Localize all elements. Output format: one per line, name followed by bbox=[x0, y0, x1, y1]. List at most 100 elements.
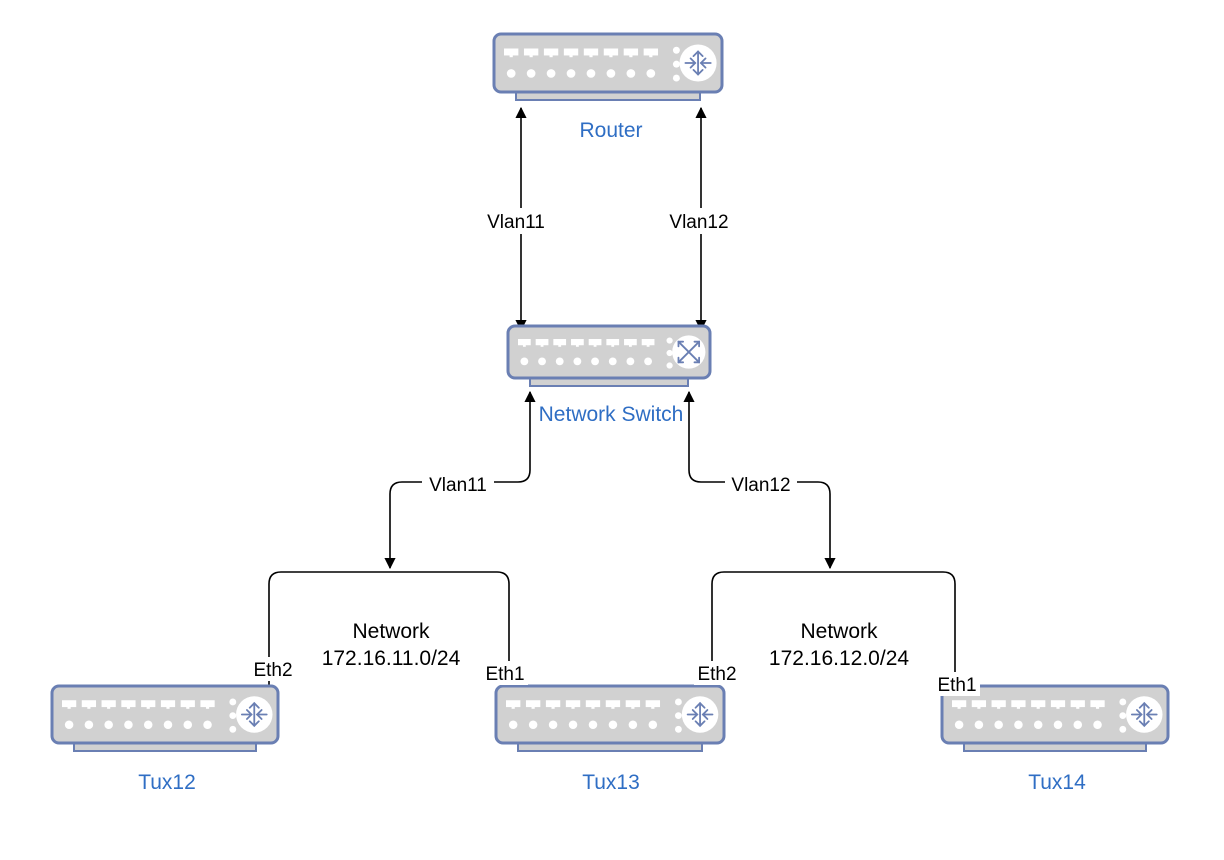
tux13-eth1-label: Eth1 bbox=[485, 664, 524, 685]
led-icon bbox=[548, 720, 558, 730]
network1-title: Network bbox=[352, 620, 430, 643]
led-icon bbox=[648, 720, 658, 730]
port-icon bbox=[1050, 700, 1066, 708]
led-icon bbox=[1033, 720, 1043, 730]
led-icon bbox=[608, 357, 617, 366]
port-icon bbox=[571, 339, 584, 346]
led-icon bbox=[626, 69, 636, 78]
port-icon bbox=[1031, 700, 1046, 708]
tux13-device[interactable] bbox=[494, 684, 726, 752]
led-icon bbox=[183, 720, 193, 730]
led-icon bbox=[538, 357, 546, 366]
led-icon bbox=[586, 69, 596, 78]
led-icon bbox=[104, 720, 113, 730]
port-icon bbox=[81, 700, 97, 708]
led-icon bbox=[1093, 720, 1102, 730]
tux13-label: Tux13 bbox=[582, 771, 640, 794]
port-icon bbox=[605, 700, 621, 708]
port-icon bbox=[504, 48, 519, 56]
led-icon bbox=[163, 720, 173, 730]
port-icon bbox=[952, 700, 967, 708]
port-icon bbox=[180, 700, 195, 708]
led-icon bbox=[573, 357, 582, 366]
led-icon bbox=[628, 720, 638, 730]
port-icon bbox=[523, 48, 539, 56]
led-icon bbox=[124, 720, 133, 730]
port-icon bbox=[585, 700, 601, 708]
router-label: Router bbox=[579, 119, 642, 142]
network-switch-device[interactable] bbox=[506, 324, 712, 387]
port-icon bbox=[141, 700, 156, 708]
vlan12-switch-label: Vlan12 bbox=[731, 475, 790, 496]
network-switch-label: Network Switch bbox=[539, 403, 684, 426]
led-icon bbox=[588, 720, 598, 730]
port-icon bbox=[101, 700, 116, 708]
tux13-eth2-label: Eth2 bbox=[697, 664, 736, 685]
led-icon bbox=[1053, 720, 1063, 730]
connections bbox=[265, 106, 959, 696]
led-icon bbox=[84, 720, 94, 730]
port-icon bbox=[200, 700, 215, 708]
network-bus-2[interactable] bbox=[708, 571, 959, 696]
network1-cidr: 172.16.11.0/24 bbox=[322, 647, 461, 670]
port-icon bbox=[1090, 700, 1105, 708]
port-icon bbox=[535, 339, 549, 346]
led-icon bbox=[646, 69, 656, 78]
port-icon bbox=[518, 339, 531, 346]
led-icon bbox=[974, 720, 984, 730]
network-bus-1[interactable] bbox=[265, 571, 513, 696]
vlan11-router-label: Vlan11 bbox=[487, 212, 545, 233]
led-icon bbox=[606, 69, 616, 78]
led-icon bbox=[506, 69, 516, 78]
tux14-device[interactable] bbox=[940, 684, 1170, 752]
led-icon bbox=[568, 720, 578, 730]
led-icon bbox=[954, 720, 964, 730]
port-icon bbox=[971, 700, 987, 708]
led-icon bbox=[591, 357, 599, 366]
led-icon bbox=[1073, 720, 1083, 730]
led-icon bbox=[528, 720, 538, 730]
port-icon bbox=[525, 700, 541, 708]
port-icon bbox=[506, 700, 521, 708]
network2-cidr: 172.16.12.0/24 bbox=[769, 647, 909, 670]
port-icon bbox=[62, 700, 77, 708]
vlan11-switch-label: Vlan11 bbox=[429, 475, 487, 496]
led-icon bbox=[520, 357, 529, 366]
tux14-eth1-label: Eth1 bbox=[937, 675, 976, 696]
port-icon bbox=[543, 48, 559, 56]
port-icon bbox=[545, 700, 561, 708]
led-icon bbox=[508, 720, 518, 730]
network2-title: Network bbox=[800, 620, 878, 643]
port-icon bbox=[1011, 700, 1026, 708]
led-icon bbox=[644, 357, 652, 366]
led-icon bbox=[566, 69, 576, 78]
port-icon bbox=[1070, 700, 1085, 708]
router-device[interactable] bbox=[492, 32, 724, 101]
port-icon bbox=[645, 700, 661, 708]
led-icon bbox=[143, 720, 153, 730]
port-icon bbox=[121, 700, 136, 708]
led-icon bbox=[1014, 720, 1023, 730]
tux14-label: Tux14 bbox=[1028, 771, 1086, 794]
tux12-eth2-label: Eth2 bbox=[253, 660, 292, 681]
port-icon bbox=[553, 339, 567, 346]
port-icon bbox=[603, 48, 619, 56]
vlan12-router-label: Vlan12 bbox=[669, 212, 728, 233]
led-icon bbox=[203, 720, 212, 730]
led-icon bbox=[626, 357, 635, 366]
port-icon bbox=[583, 48, 599, 56]
port-icon bbox=[623, 48, 639, 56]
led-icon bbox=[526, 69, 536, 78]
port-icon bbox=[991, 700, 1006, 708]
port-icon bbox=[588, 339, 602, 346]
tux12-device[interactable] bbox=[50, 684, 280, 752]
led-icon bbox=[994, 720, 1003, 730]
led-icon bbox=[64, 720, 74, 730]
led-icon bbox=[546, 69, 556, 78]
port-icon bbox=[565, 700, 581, 708]
led-icon bbox=[555, 357, 564, 366]
port-icon bbox=[643, 48, 659, 56]
port-icon bbox=[624, 339, 637, 346]
port-icon bbox=[160, 700, 176, 708]
